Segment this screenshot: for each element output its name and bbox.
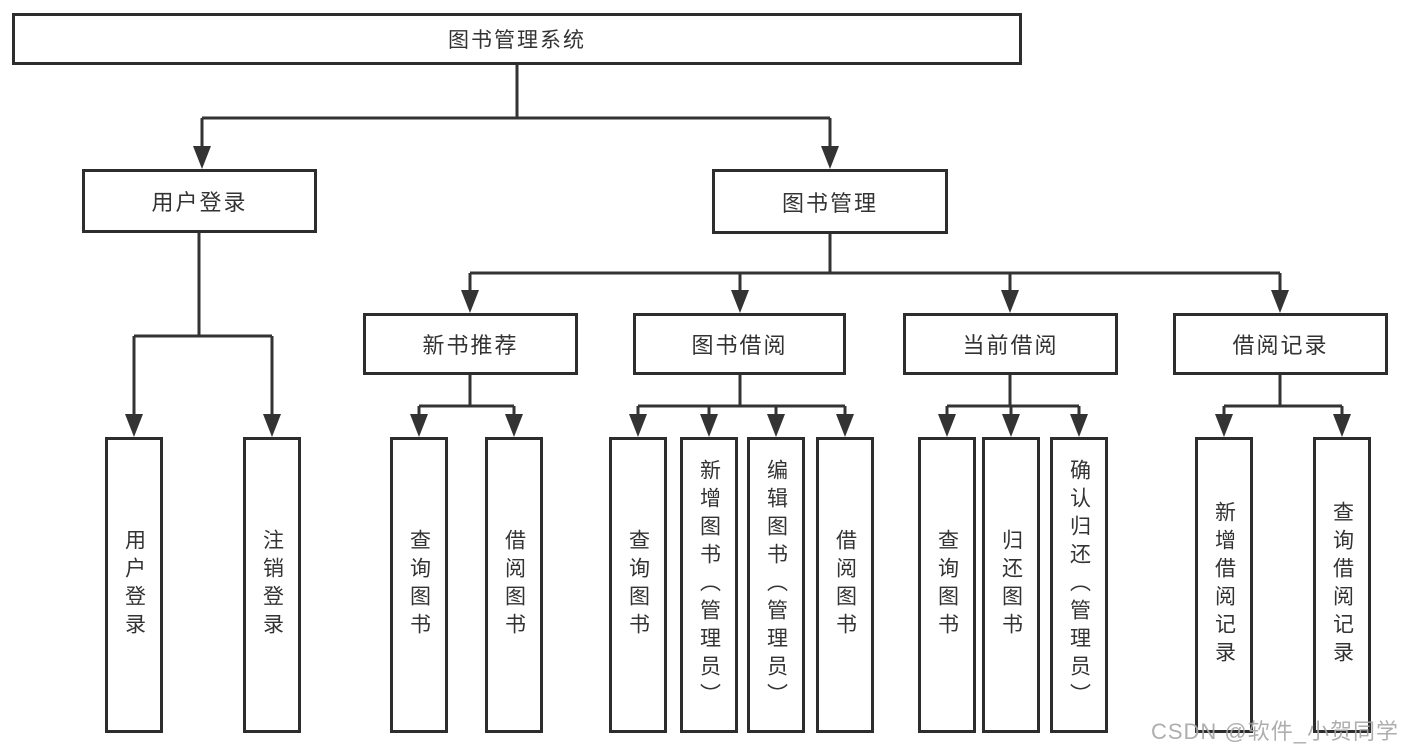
node-new-book-recommend: 新书推荐 [363, 313, 578, 375]
node-label: 图书管理 [781, 190, 878, 216]
arrow-down-icon [1002, 414, 1020, 437]
node-label: 借阅图书 [833, 529, 857, 641]
node-label: 借阅记录 [1232, 333, 1329, 358]
node-label: 查询图书 [626, 529, 650, 641]
leaf-add-borrow-record: 新增借阅记录 [1195, 437, 1253, 733]
node-library-system: 图书管理系统 [12, 13, 1022, 65]
arrow-down-icon [1001, 290, 1019, 313]
node-label: 新增借阅记录 [1212, 501, 1236, 669]
leaf-logout-login: 注销登录 [243, 437, 301, 733]
leaf-confirm-return-admin: 确认归还（管理员） [1050, 437, 1108, 733]
leaf-query-books-borrow: 查询图书 [609, 437, 667, 733]
leaf-user-login: 用户登录 [105, 437, 163, 733]
arrow-down-icon [1333, 414, 1351, 437]
leaf-add-books-admin: 新增图书（管理员） [680, 437, 738, 733]
node-label: 新增图书（管理员） [697, 459, 721, 711]
arrow-down-icon [938, 414, 956, 437]
node-label: 编辑图书（管理员） [764, 459, 788, 711]
arrow-down-icon [767, 414, 785, 437]
node-label: 查询图书 [935, 529, 959, 641]
leaf-edit-books-admin: 编辑图书（管理员） [747, 437, 805, 733]
arrow-down-icon [629, 414, 647, 437]
arrow-down-icon [821, 146, 839, 169]
node-label: 查询图书 [407, 529, 431, 641]
arrow-down-icon [461, 290, 479, 313]
arrow-down-icon [1070, 414, 1088, 437]
arrow-down-icon [410, 414, 428, 437]
node-label: 图书管理系统 [448, 29, 586, 52]
arrow-down-icon [731, 290, 749, 313]
arrow-down-icon [263, 414, 281, 437]
arrow-down-icon [1215, 414, 1233, 437]
node-book-borrow: 图书借阅 [633, 313, 846, 375]
arrow-down-icon [700, 414, 718, 437]
node-borrow-records: 借阅记录 [1173, 313, 1388, 375]
arrow-down-icon [836, 414, 854, 437]
node-label: 用户登录 [151, 190, 248, 215]
arrow-down-icon [505, 414, 523, 437]
node-label: 图书借阅 [691, 333, 788, 358]
leaf-borrow-books: 借阅图书 [816, 437, 874, 733]
node-label: 当前借阅 [962, 333, 1059, 358]
leaf-return-books: 归还图书 [982, 437, 1040, 733]
arrow-down-icon [1271, 290, 1289, 313]
leaf-query-borrow-record: 查询借阅记录 [1313, 437, 1371, 733]
watermark: CSDN @软件_小贺同学 [1150, 719, 1399, 744]
node-label: 注销登录 [260, 529, 284, 641]
node-current-borrow: 当前借阅 [903, 313, 1118, 375]
node-label: 借阅图书 [502, 529, 526, 641]
arrow-down-icon [193, 146, 211, 169]
leaf-borrow-books-recommend: 借阅图书 [485, 437, 543, 733]
leaf-query-books-current: 查询图书 [918, 437, 976, 733]
leaf-query-books-recommend: 查询图书 [390, 437, 448, 733]
node-label: 确认归还（管理员） [1067, 459, 1091, 711]
node-user-login: 用户登录 [82, 169, 317, 233]
node-label: 用户登录 [122, 529, 146, 641]
arrow-down-icon [125, 414, 143, 437]
node-label: 新书推荐 [422, 333, 519, 358]
node-label: 归还图书 [999, 529, 1023, 641]
node-book-management: 图书管理 [712, 169, 948, 234]
node-label: 查询借阅记录 [1330, 501, 1354, 669]
